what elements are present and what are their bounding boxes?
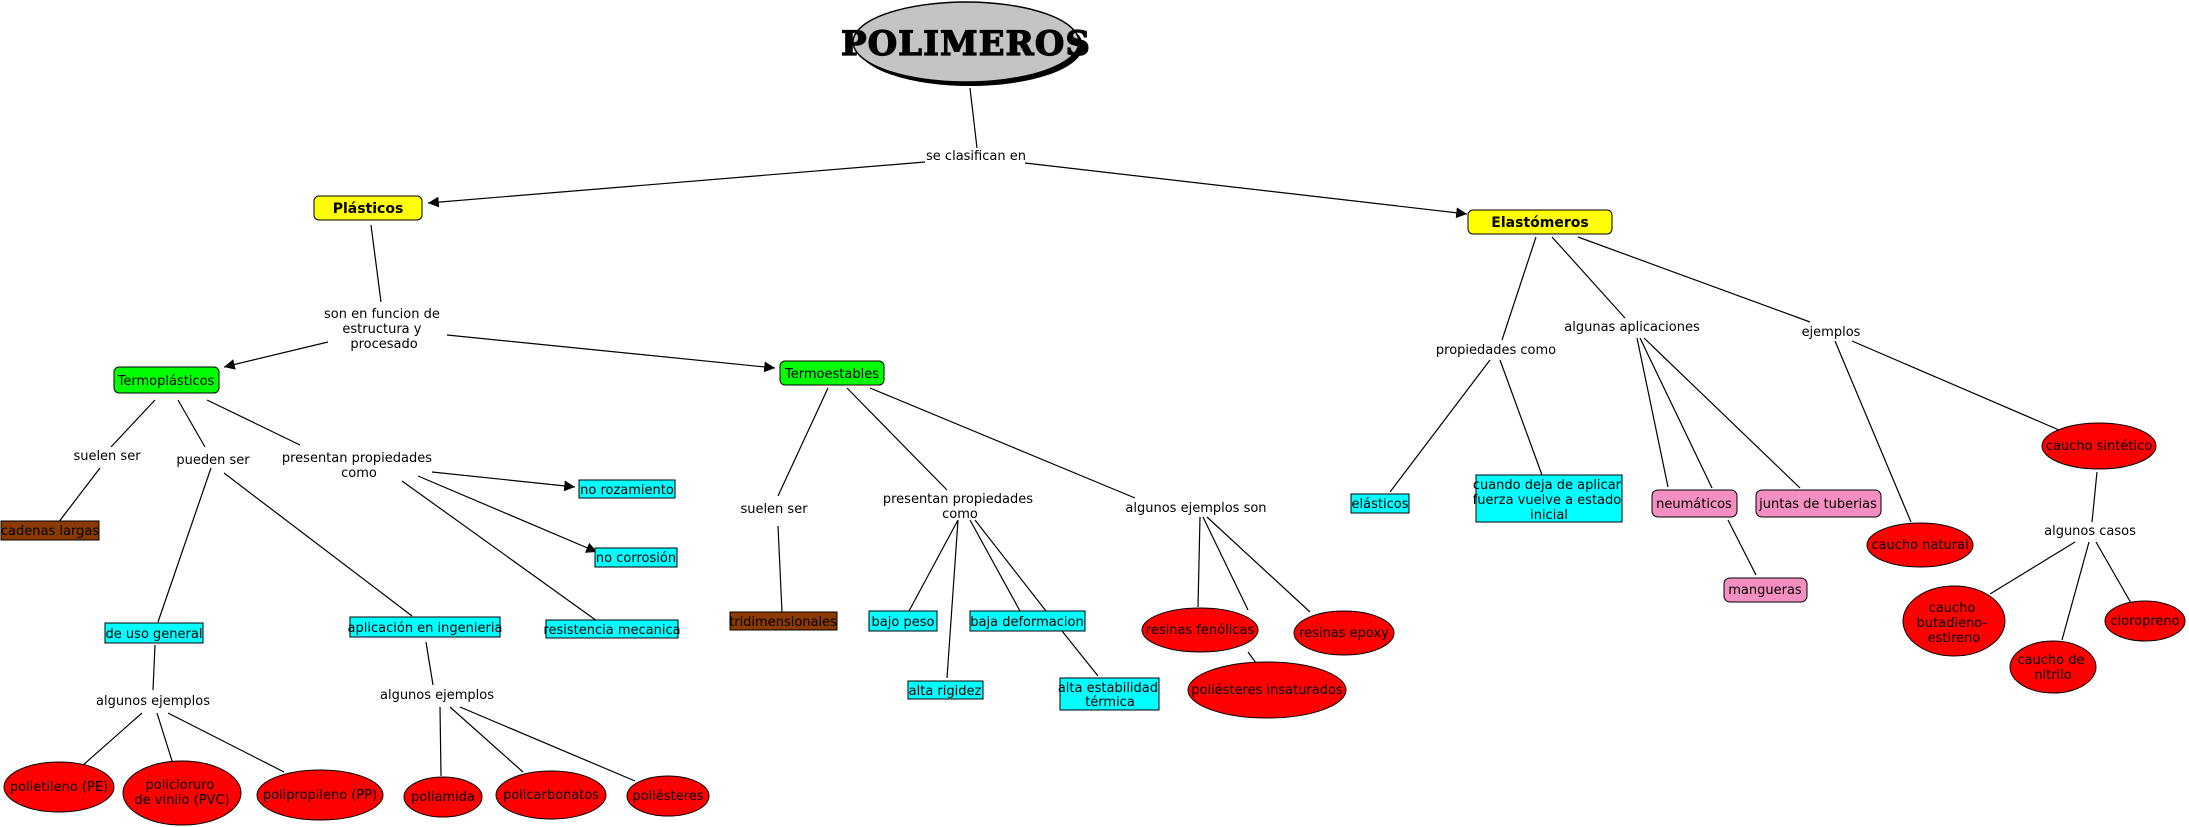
node-caucho-sintetico[interactable]: caucho sintético (2041, 422, 2157, 470)
link-algunos-ejemplos-1: algunos ejemplos (96, 694, 210, 709)
node-poliamida[interactable]: poliamida (403, 776, 483, 818)
link-propiedades-como: propiedades como (1436, 343, 1556, 358)
linking-phrases: se clasifican en son en funcion de estru… (73, 149, 2136, 709)
node-alta-rigidez[interactable]: alta rigidez (907, 680, 984, 700)
node-resinas-epoxy[interactable]: resinas epoxy (1293, 610, 1395, 656)
node-elastomeros[interactable]: Elastómeros (1467, 209, 1613, 235)
svg-text:cloropreno: cloropreno (2110, 614, 2179, 629)
svg-text:resinas epoxy: resinas epoxy (1299, 626, 1389, 641)
svg-text:neumáticos: neumáticos (1656, 497, 1732, 512)
svg-text:Termoplásticos: Termoplásticos (117, 374, 215, 389)
node-termoplasticos[interactable]: Termoplásticos (113, 366, 220, 394)
node-poliesteres-insaturados[interactable]: poliésteres insaturados (1187, 661, 1347, 719)
node-uso-general[interactable]: de uso general (104, 622, 204, 644)
node-termoestables[interactable]: Termoestables (779, 360, 885, 386)
svg-text:POLIMEROS: POLIMEROS (841, 24, 1091, 64)
svg-text:resistencia mecanica: resistencia mecanica (543, 623, 680, 638)
svg-text:baja deformacion: baja deformacion (970, 615, 1083, 630)
node-polimeros[interactable]: POLIMEROS (840, 1, 1091, 86)
node-juntas[interactable]: juntas de tuberias (1755, 489, 1882, 518)
node-baja-deformacion[interactable]: baja deformacion (969, 610, 1086, 632)
node-bajo-peso[interactable]: bajo peso (868, 610, 938, 632)
svg-text:poliamida: poliamida (411, 790, 475, 805)
node-policarbonatos[interactable]: policarbonatos (495, 770, 607, 820)
node-poliesteres[interactable]: poliésteres (626, 775, 710, 817)
link-presentan-2: presentan propiedades como (883, 492, 1037, 522)
node-aplicacion-ingenieria[interactable]: aplicación en ingenieria (348, 616, 503, 638)
link-ejemplos: ejemplos (1802, 325, 1861, 340)
node-polietileno[interactable]: polietileno (PE) (3, 761, 115, 813)
svg-text:mangueras: mangueras (1728, 583, 1802, 598)
node-elasticos[interactable]: elásticos (1350, 493, 1410, 514)
svg-text:caucho natural: caucho natural (1871, 538, 1968, 553)
node-caucho-butadieno[interactable]: caucho butadieno- estireno (1902, 585, 2006, 657)
svg-text:alta estabilidad térmica: alta estabilidad térmica (1058, 681, 1162, 710)
node-policloruro[interactable]: policloruro de vinilo (PVC) (122, 760, 242, 826)
svg-text:policloruro de vinilo (P: policloruro de vinilo (PVC) (134, 778, 229, 808)
svg-text:aplicación en ingenieria: aplicación en ingenieria (348, 621, 503, 636)
svg-text:caucho sintético: caucho sintético (2046, 439, 2152, 454)
svg-text:cuando deja de aplicar f: cuando deja de aplicar fuerza vuelve a e… (1473, 478, 1626, 523)
node-no-rozamiento[interactable]: no rozamiento (578, 479, 676, 499)
svg-text:poliésteres: poliésteres (632, 789, 703, 804)
svg-text:Plásticos: Plásticos (333, 201, 404, 217)
node-neumaticos[interactable]: neumáticos (1651, 489, 1738, 518)
link-algunas-aplicaciones: algunas aplicaciones (1564, 320, 1700, 335)
node-caucho-natural[interactable]: caucho natural (1866, 522, 1974, 568)
node-cadenas-largas[interactable]: cadenas largas (0, 520, 100, 541)
svg-text:caucho butadieno-: caucho butadieno- estireno (1917, 601, 1992, 646)
link-suelen-ser-1: suelen ser (73, 449, 141, 464)
svg-text:caucho de nitrilo: caucho de nitrilo (2017, 653, 2088, 683)
node-mangueras[interactable]: mangueras (1723, 577, 1808, 603)
svg-text:no corrosión: no corrosión (596, 551, 676, 566)
svg-text:poliésteres insaturados: poliésteres insaturados (1191, 683, 1343, 698)
svg-text:elásticos: elásticos (1352, 497, 1409, 512)
link-algunos-casos: algunos casos (2044, 524, 2136, 539)
link-suelen-ser-2: suelen ser (740, 502, 808, 517)
node-tridimensionales[interactable]: tridimensionales (729, 611, 838, 631)
node-polipropileno[interactable]: polipropileno (PP) (256, 769, 384, 821)
node-resistencia-mecanica[interactable]: resistencia mecanica (543, 619, 681, 639)
link-pueden-ser: pueden ser (176, 453, 250, 468)
link-se-clasifican: se clasifican en (926, 149, 1026, 164)
node-resinas-fenolicas[interactable]: resinas fenólicas (1141, 607, 1259, 653)
node-no-corrosion[interactable]: no corrosión (594, 547, 678, 568)
svg-text:polietileno (PE): polietileno (PE) (10, 780, 108, 795)
link-algunos-ejemplos-2: algunos ejemplos (380, 688, 494, 703)
svg-text:Elastómeros: Elastómeros (1491, 215, 1588, 231)
link-presentan-1: presentan propiedades como (282, 451, 436, 481)
svg-text:polipropileno (PP): polipropileno (PP) (263, 788, 377, 803)
svg-text:bajo peso: bajo peso (872, 615, 935, 630)
node-cloropreno[interactable]: cloropreno (2104, 600, 2186, 642)
svg-text:alta rigidez: alta rigidez (909, 684, 982, 699)
node-alta-estabilidad[interactable]: alta estabilidad térmica (1058, 677, 1162, 711)
link-son-en-funcion: son en funcion de estructura y procesado (324, 307, 444, 352)
svg-text:tridimensionales: tridimensionales (729, 615, 837, 630)
svg-text:juntas de tuberias: juntas de tuberias (1758, 497, 1877, 512)
svg-text:no rozamiento: no rozamiento (580, 483, 674, 498)
node-caucho-nitrilo[interactable]: caucho de nitrilo (2009, 640, 2097, 694)
svg-text:cadenas largas: cadenas largas (1, 524, 99, 539)
svg-text:Termoestables: Termoestables (784, 367, 879, 382)
node-cuando-deja[interactable]: cuando deja de aplicar fuerza vuelve a e… (1473, 474, 1626, 523)
svg-text:de uso general: de uso general (106, 627, 203, 642)
svg-text:resinas fenólicas: resinas fenólicas (1146, 623, 1255, 638)
node-plasticos[interactable]: Plásticos (313, 195, 423, 221)
svg-text:policarbonatos: policarbonatos (503, 788, 599, 803)
connector-lines (57, 87, 2132, 782)
link-algunos-ejemplos-son: algunos ejemplos son (1125, 501, 1266, 516)
